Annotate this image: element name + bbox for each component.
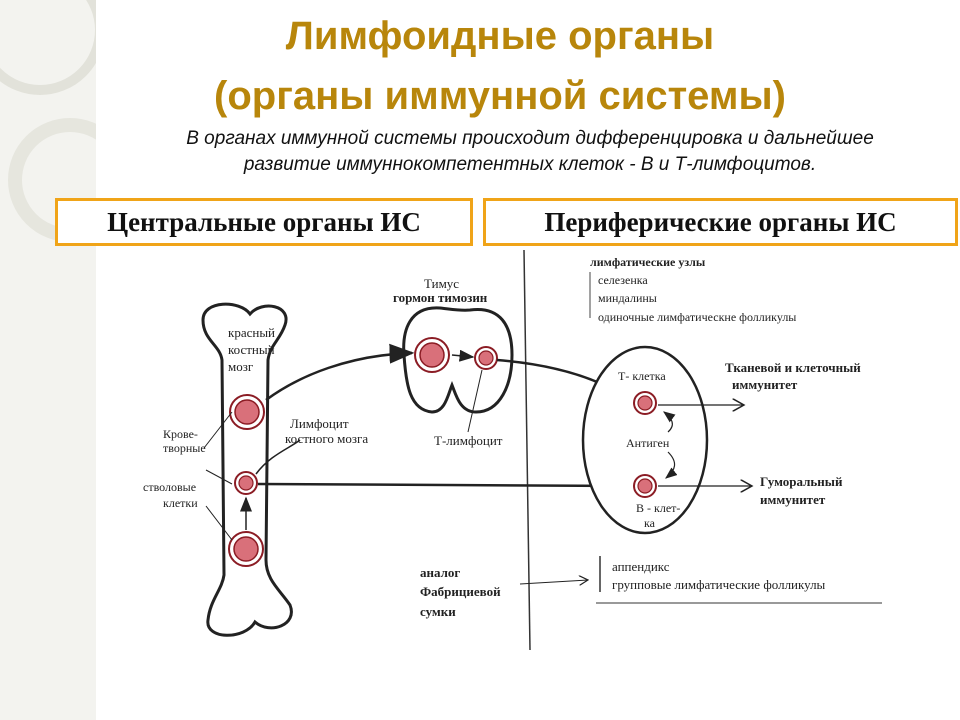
node-t-cell	[633, 391, 657, 415]
appendix-label-1: аппендикс	[612, 559, 670, 574]
bursa-label-3: сумки	[420, 604, 456, 619]
humoral-immunity-label-2: иммунитет	[760, 492, 826, 507]
antigen-label: Антиген	[626, 436, 670, 450]
b-cell-label-1: В - клет-	[636, 501, 680, 515]
thymus-label: Тимус	[424, 276, 459, 291]
antigen-to-t-arrow	[663, 411, 676, 433]
bone-marrow-lymphocyte	[234, 471, 258, 495]
t-cell-label: Т- клетка	[618, 369, 666, 383]
central-organs-box: Центральные органы ИС	[55, 198, 473, 246]
page-title-line2: (органы иммунной системы)	[214, 74, 786, 118]
bone-to-node-arrow	[257, 475, 631, 496]
bursa-label-1: аналог	[420, 565, 460, 580]
humoral-immunity-label-1: Гуморальный	[760, 474, 843, 489]
t-lymphocyte-label: Т-лимфоцит	[434, 433, 503, 448]
page-title-line1: Лимфоидные органы	[285, 14, 715, 58]
lymphocyte-to-thymus-arrow	[255, 439, 301, 475]
peripheral-item-2: селезенка	[598, 273, 648, 287]
peripheral-item-4: одиночные лимфатическне фолликулы	[598, 310, 796, 324]
bone-outline	[201, 302, 293, 637]
peripheral-item-3: миндалины	[598, 291, 657, 305]
bone-lymphocyte-label-1: Лимфоцит	[290, 416, 349, 431]
node-b-cell	[633, 474, 657, 498]
t-lymphocyte-pointer	[467, 369, 483, 433]
stem-cells-label-2: творные	[163, 441, 206, 455]
appendix-label-2: групповые лимфатические фолликулы	[612, 577, 826, 592]
bursa-label-2: Фабрициевой	[420, 584, 501, 599]
thymus-internal-arrow	[451, 349, 475, 362]
thymus-cell-large	[414, 337, 450, 373]
central-organs-label: Центральные органы ИС	[107, 206, 421, 237]
thymus-t-lymphocyte	[474, 346, 498, 370]
bone-to-thymus-arrow	[265, 343, 415, 402]
red-bone-marrow-label-1: красный	[228, 325, 275, 340]
red-bone-marrow-label-2: костный	[228, 342, 275, 357]
bone-lymphocyte-label-2: костного мозга	[285, 431, 368, 446]
thymosin-label: гормон тимозин	[393, 290, 488, 305]
decorative-left-strip	[0, 0, 96, 720]
cellular-immunity-label-1: Тканевой и клеточный	[725, 360, 861, 375]
stem-cells-label-4: клетки	[163, 496, 198, 510]
stem-cell-bottom	[228, 531, 264, 567]
antigen-to-b-arrow	[665, 451, 678, 479]
bursa-arrow	[519, 580, 588, 584]
b-cell-label-2: ка	[644, 516, 656, 530]
subtitle-line2: развитие иммуннокомпетентных клеток - В …	[243, 154, 817, 175]
stem-label-connector	[203, 411, 233, 541]
stem-cells-label-3: стволовые	[143, 480, 196, 494]
stem-cell-top	[229, 394, 265, 430]
divider-line	[523, 249, 531, 651]
peripheral-item-1: лимфатические узлы	[590, 255, 706, 269]
subtitle-line1: В органах иммунной системы происходит ди…	[186, 128, 874, 149]
stem-cells-label-1: Крове-	[163, 427, 198, 441]
peripheral-organs-box: Периферические органы ИС	[483, 198, 958, 246]
cellular-immunity-label-2: иммунитет	[732, 377, 798, 392]
subtitle: В органах иммунной системы происходит ди…	[100, 126, 960, 178]
peripheral-organs-label: Периферические органы ИС	[544, 206, 897, 237]
red-bone-marrow-label-3: мозг	[228, 359, 253, 374]
